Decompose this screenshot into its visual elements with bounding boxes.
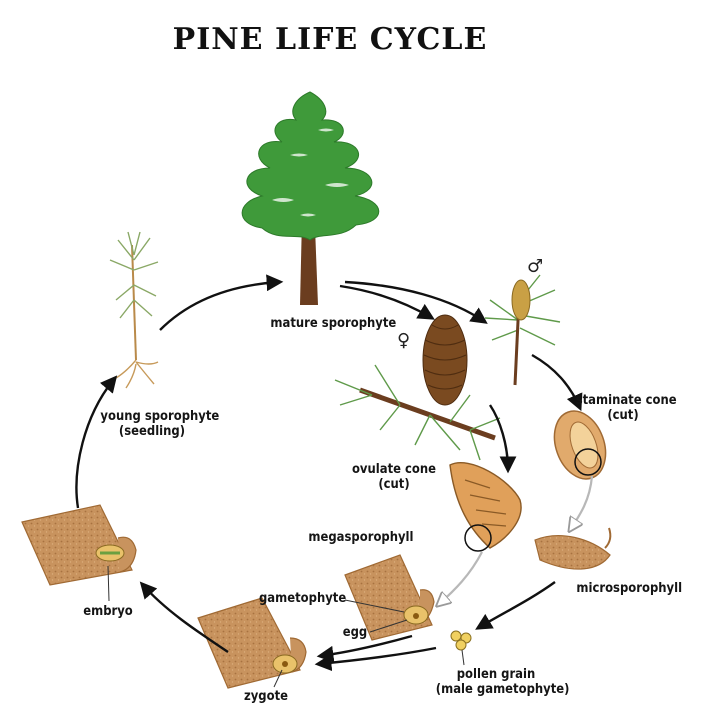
open-arrow-to-microsporophyll	[570, 475, 594, 530]
ovulate-cone-cut-text: (cut)	[378, 476, 410, 492]
egg-text: egg	[342, 624, 368, 640]
arrow-pollen-to-zygote-1	[314, 646, 437, 672]
label-microsporophyll: microsporophyll	[576, 580, 683, 596]
arrow-seedling-to-tree	[159, 274, 284, 331]
label-young-sporophyte: young sporophyte (seedling)	[100, 408, 220, 439]
arrow-to-staminate-cone	[531, 353, 583, 412]
zygote-leader	[273, 669, 283, 688]
enlargement-arrows	[438, 475, 594, 605]
label-staminate-cone: staminate cone (cut)	[575, 392, 677, 423]
label-megasporophyll: megasporophyll	[308, 529, 414, 545]
megasporophyll-text: megasporophyll	[308, 529, 414, 545]
pollen-grain-icon	[450, 630, 472, 651]
zygote-icon	[197, 597, 307, 689]
ovulate-cone-cut-icon	[449, 462, 522, 552]
embryo-leader	[107, 565, 110, 602]
male-gametophyte-text: (male gametophyte)	[435, 681, 570, 697]
mature-sporophyte-tree-icon	[241, 91, 380, 305]
arrow-tree-to-ovulate-branch	[339, 284, 435, 320]
staminate-cone-branch-icon	[484, 274, 561, 386]
gametophyte-leader	[344, 599, 405, 613]
label-gametophyte: gametophyte	[259, 590, 347, 606]
gametophyte-text: gametophyte	[259, 590, 347, 606]
arrow-tree-to-staminate-branch	[344, 280, 488, 324]
pollen-grain-text: pollen grain	[456, 666, 536, 682]
young-sporophyte-text: young sporophyte	[100, 408, 220, 424]
diagram-title: PINE LIFE CYCLE	[172, 22, 488, 57]
label-ovulate-cone: ovulate cone (cut)	[351, 462, 437, 492]
male-symbol-icon: ♂	[527, 256, 544, 277]
staminate-cone-text: staminate cone	[575, 392, 677, 408]
microsporophyll-text: microsporophyll	[576, 580, 683, 596]
label-embryo: embryo	[82, 604, 134, 619]
egg-leader	[369, 619, 408, 633]
arrow-zygote-to-embryo	[139, 581, 229, 653]
cycle-arrows	[75, 274, 583, 672]
label-pollen-grain: pollen grain (male gametophyte)	[435, 666, 570, 697]
label-egg: egg	[340, 625, 371, 640]
label-zygote: zygote	[240, 689, 292, 704]
arrow-pollen-to-zygote-2	[316, 634, 413, 663]
zygote-text: zygote	[243, 688, 289, 704]
leader-lines	[107, 565, 465, 688]
staminate-cone-cut-icon	[553, 410, 607, 480]
open-arrow-to-megasporophyll	[438, 551, 483, 605]
ovulate-cone-text: ovulate cone	[351, 461, 437, 477]
ovulate-cone-branch-icon	[334, 314, 501, 461]
embryo-icon	[21, 504, 137, 586]
microsporophyll-icon	[534, 527, 612, 570]
arrow-microsporophyll-to-pollen	[475, 581, 556, 630]
arrow-embryo-to-seedling	[75, 375, 118, 509]
staminate-cone-cut-text: (cut)	[607, 407, 639, 423]
seedling-text: (seedling)	[118, 423, 186, 439]
arrow-to-ovulate-cone	[489, 404, 517, 474]
megasporophyll-icon	[344, 554, 435, 641]
label-mature-sporophyte: mature sporophyte	[270, 316, 396, 331]
seedling-icon	[109, 231, 159, 389]
embryo-text: embryo	[83, 603, 133, 619]
female-symbol-icon: ♀	[397, 330, 411, 351]
mature-sporophyte-text: mature sporophyte	[270, 315, 397, 331]
pollen-leader	[461, 649, 465, 666]
